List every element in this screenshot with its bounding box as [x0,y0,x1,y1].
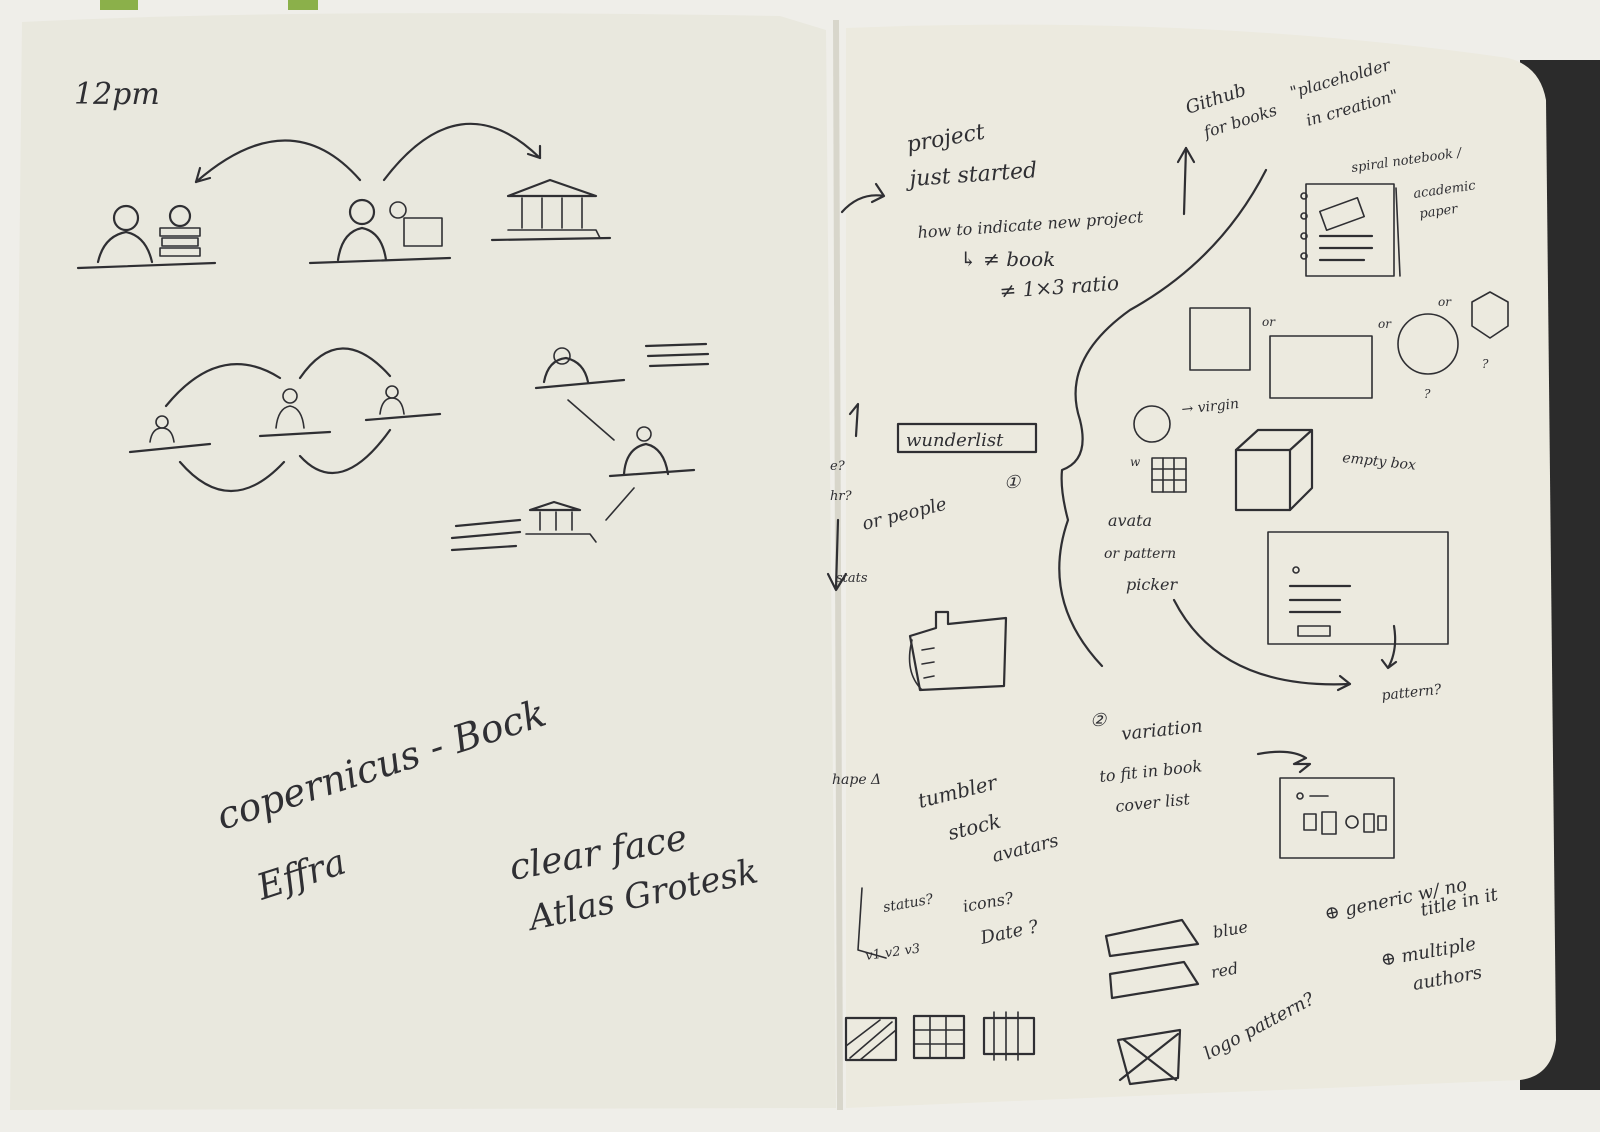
right-page [846,24,1556,1108]
red-label: red [1209,958,1239,981]
time-note: 12pm [74,77,160,112]
circle-one-marker: ① [1004,472,1021,493]
margin-note: e? [830,459,846,474]
bookmark-ribbon [288,0,318,10]
margin-note: hr? [830,489,853,504]
empty-box-note: empty box [1342,450,1417,474]
or-label: or [1438,295,1452,309]
w-label: w [1130,455,1141,469]
right-sketches [826,146,1509,1086]
page-gutter [833,19,843,1111]
academic-paper-line-2: paper [1418,202,1459,222]
shape-note: hape Δ [832,772,881,788]
avatar-note-line-3: picker [1126,575,1178,594]
pattern-question: pattern? [1381,682,1443,704]
question-mark: ? [1424,387,1431,401]
or-label: or [1378,317,1392,331]
avatar-note-line-2: or pattern [1104,546,1176,562]
stats-note: stats [836,571,868,586]
wunderlist-label: wunderlist [906,430,1004,451]
left-page [10,13,836,1110]
left-sketch-row-1 [76,122,612,270]
avatar-note-line-1: avata [1108,511,1152,530]
circle-two-marker: ② [1090,710,1107,731]
or-label: or [1262,315,1276,329]
left-sketch-network [128,342,710,552]
question-mark: ? [1482,357,1489,371]
virgin-note: → virgin [1181,396,1240,418]
bookmark-ribbon [100,0,138,10]
not-book-note: ↳ ≠ book [960,247,1055,271]
